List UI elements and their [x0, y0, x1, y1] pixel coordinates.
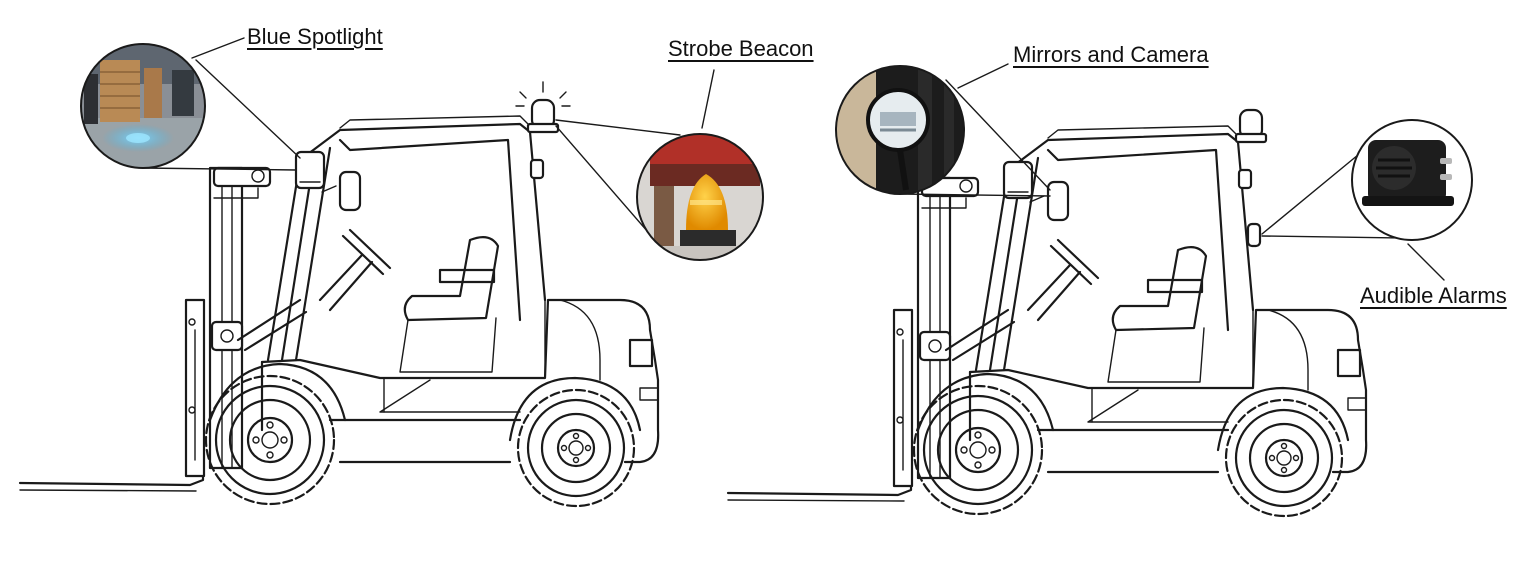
audible-alarms-label: Audible Alarms	[1360, 283, 1507, 308]
mirrors-camera-label: Mirrors and Camera	[1013, 42, 1209, 67]
strobe-beacon-icon	[515, 81, 571, 134]
forklift-right	[726, 108, 1368, 518]
strobe-beacon-label: Strobe Beacon	[668, 36, 814, 61]
strobe-beacon-callout	[555, 69, 764, 261]
blue-spotlight-label: Blue Spotlight	[247, 24, 383, 49]
mirrors-camera-callout	[835, 63, 1051, 197]
audible-alarms-callout	[1261, 119, 1473, 281]
blue-spotlight-callout	[80, 37, 301, 171]
mirror-photo	[836, 66, 964, 194]
alarm-photo	[1352, 120, 1472, 240]
